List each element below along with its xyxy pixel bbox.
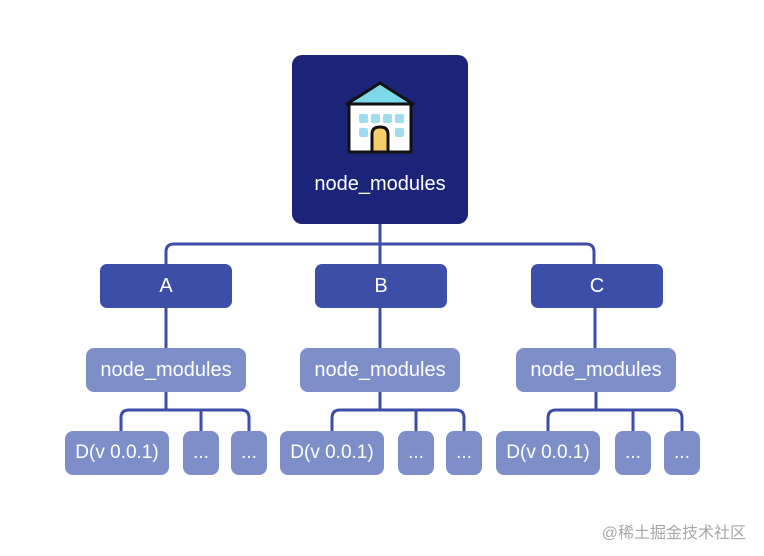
root-node-modules: node_modules xyxy=(292,55,468,224)
package-c: C xyxy=(531,264,663,308)
package-b: B xyxy=(315,264,447,308)
package-c-dep-more: ... xyxy=(615,431,651,475)
package-a: A xyxy=(100,264,232,308)
package-a-node-modules: node_modules xyxy=(86,348,246,392)
house-icon xyxy=(345,81,415,154)
package-b-dep-more: ... xyxy=(446,431,482,475)
package-c-node-modules: node_modules xyxy=(516,348,676,392)
package-c-dep-more: ... xyxy=(664,431,700,475)
package-c-dep-d: D(v 0.0.1) xyxy=(496,431,600,475)
watermark: @稀土掘金技术社区 xyxy=(601,525,746,542)
package-a-dep-d: D(v 0.0.1) xyxy=(65,431,169,475)
package-b-dep-more: ... xyxy=(398,431,434,475)
package-b-node-modules: node_modules xyxy=(300,348,460,392)
root-label: node_modules xyxy=(314,173,446,195)
package-b-dep-d: D(v 0.0.1) xyxy=(280,431,384,475)
package-a-dep-more: ... xyxy=(231,431,267,475)
package-a-dep-more: ... xyxy=(183,431,219,475)
